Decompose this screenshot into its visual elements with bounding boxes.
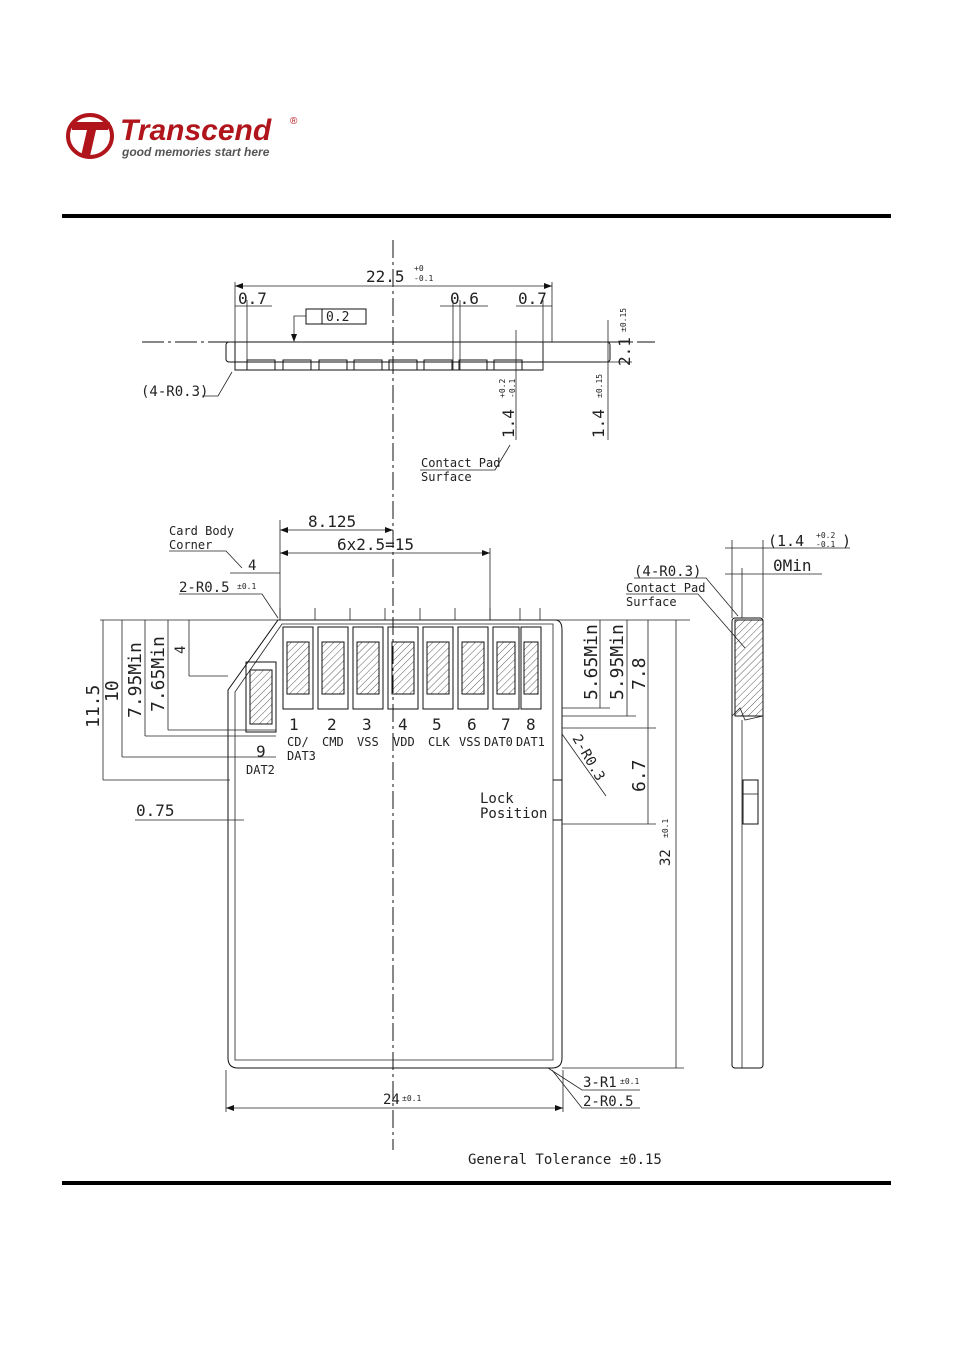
offset-b-dim: 4 bbox=[248, 558, 256, 574]
pin-1-num: 1 bbox=[289, 715, 299, 734]
dim-7-95: 7.95Min bbox=[125, 642, 146, 718]
pin-4-num: 4 bbox=[398, 715, 408, 734]
side-thickness: (1.4 bbox=[768, 532, 804, 550]
pin-3-name: VSS bbox=[357, 735, 379, 749]
side-lock-switch bbox=[742, 779, 759, 825]
footer-rule bbox=[62, 1181, 891, 1185]
top-view: 22.5 +0 -0.1 0.7 0.6 0.7 0.2 (4-R0.3) 2.… bbox=[141, 264, 655, 484]
width-tol-lower: -0.1 bbox=[414, 274, 433, 283]
pad-depth-dim: 1.4 bbox=[499, 409, 518, 438]
side-min-label: 0Min bbox=[773, 556, 812, 575]
flatness-dim: 0.2 bbox=[326, 310, 349, 325]
side-body bbox=[731, 617, 764, 1069]
right-gap-dim: 0.7 bbox=[518, 289, 547, 308]
pin-1-name: CD/ bbox=[287, 735, 309, 749]
pin-2-num: 2 bbox=[327, 715, 337, 734]
side-thickness-close: ) bbox=[842, 532, 851, 550]
pin-7-name: DAT0 bbox=[484, 735, 513, 749]
contact-pads bbox=[245, 626, 542, 733]
width-24-dim: 24 bbox=[383, 1092, 400, 1108]
width-dim: 22.5 bbox=[366, 267, 405, 286]
dim-4: 4 bbox=[173, 646, 189, 654]
pin-4-name: VDD bbox=[393, 735, 415, 749]
width-tol-upper: +0 bbox=[414, 264, 424, 273]
side-thickness-tol-upper: +0.2 bbox=[816, 531, 835, 540]
dim-10: 10 bbox=[102, 680, 123, 702]
offset-a-dim: 8.125 bbox=[308, 512, 356, 531]
side-thickness-tol-lower: -0.1 bbox=[816, 540, 835, 549]
pin-8-name: DAT1 bbox=[516, 735, 545, 749]
height-dim: 32 bbox=[658, 849, 674, 866]
side-view: (1.4 +0.2 -0.1 ) 0Min (4-R0.3) Contact P… bbox=[626, 531, 851, 1069]
top-contact-label-2: Surface bbox=[421, 470, 472, 484]
height-tol: ±0.1 bbox=[661, 819, 670, 838]
edge-pads bbox=[246, 359, 523, 371]
dim-7-65: 7.65Min bbox=[148, 636, 169, 712]
front-view: 8.125 6x2.5=15 4 Card Body Corner 2-R0.5… bbox=[83, 512, 690, 1168]
rib-width-dim: 0.6 bbox=[450, 289, 479, 308]
pin-6-num: 6 bbox=[467, 715, 477, 734]
pin-1-name2: DAT3 bbox=[287, 749, 316, 763]
pad-depth-tol-lower: -0.1 bbox=[508, 379, 517, 398]
corner-label-2: Corner bbox=[169, 538, 212, 552]
registered-mark: ® bbox=[290, 116, 298, 127]
pin-9-name: DAT2 bbox=[246, 763, 275, 777]
pin-2-name: CMD bbox=[322, 735, 344, 749]
thickness-tol: ±0.15 bbox=[619, 308, 628, 332]
pin-7-num: 7 bbox=[501, 715, 511, 734]
header-rule bbox=[62, 214, 891, 218]
side-corner-radius: (4-R0.3) bbox=[634, 564, 701, 580]
pitch-dim: 6x2.5=15 bbox=[337, 535, 414, 554]
dim-5-65: 5.65Min bbox=[581, 624, 602, 700]
front-corner-radius-tol: ±0.1 bbox=[237, 582, 256, 591]
dim-0-75: 0.75 bbox=[136, 801, 175, 820]
card-outline bbox=[227, 619, 563, 1069]
bottom-radius-1-tol: ±0.1 bbox=[620, 1077, 639, 1086]
pad-depth-tol-upper: +0.2 bbox=[498, 379, 507, 398]
pin-3-num: 3 bbox=[362, 715, 372, 734]
left-gap-dim: 0.7 bbox=[238, 289, 267, 308]
dim-6-7: 6.7 bbox=[629, 759, 650, 792]
bottom-radius-2: 2-R0.5 bbox=[583, 1094, 634, 1110]
rib-depth-dim: 1.4 bbox=[589, 409, 608, 438]
pin-5-name: CLK bbox=[428, 735, 450, 749]
lock-notch bbox=[553, 779, 563, 821]
rib-depth-tol: ±0.15 bbox=[595, 374, 604, 398]
corner-label-1: Card Body bbox=[169, 524, 234, 538]
brand-tagline: good memories start here bbox=[121, 145, 270, 159]
lock-label-2: Position bbox=[480, 806, 547, 822]
width-24-tol: ±0.1 bbox=[402, 1094, 421, 1103]
flatness-box bbox=[305, 308, 367, 325]
logo-emblem-icon bbox=[66, 113, 114, 159]
top-contact-label-1: Contact Pad bbox=[421, 456, 500, 470]
side-contact-label-1: Contact Pad bbox=[626, 581, 705, 595]
pin-5-num: 5 bbox=[432, 715, 442, 734]
lock-label-1: Lock bbox=[480, 791, 514, 807]
transcend-logo: Transcend ® good memories start here bbox=[64, 110, 314, 166]
bottom-radius-1: 3-R1 bbox=[583, 1075, 617, 1091]
thickness-dim: 2.1 bbox=[615, 337, 634, 366]
inner-radius: 2-R0.3 bbox=[569, 732, 608, 784]
dim-5-95: 5.95Min bbox=[607, 624, 628, 700]
side-contact-area bbox=[734, 619, 764, 717]
pin-labels: 1 2 3 4 5 6 7 8 9 CD/ DAT3 CMD VSS VDD C… bbox=[246, 715, 545, 777]
pin-6-name: VSS bbox=[459, 735, 481, 749]
pin-8-num: 8 bbox=[526, 715, 536, 734]
front-corner-radius: 2-R0.5 bbox=[179, 580, 230, 596]
logo-graphic: Transcend ® good memories start here bbox=[66, 113, 298, 159]
dim-7-8: 7.8 bbox=[629, 657, 650, 690]
pin-9-num: 9 bbox=[256, 742, 266, 761]
side-contact-label-2: Surface bbox=[626, 595, 677, 609]
brand-name: Transcend bbox=[120, 114, 272, 147]
card-edge-outline bbox=[225, 341, 611, 363]
dim-11-5: 11.5 bbox=[83, 685, 104, 728]
top-corner-radius: (4-R0.3) bbox=[141, 384, 208, 400]
tolerance-note: General Tolerance ±0.15 bbox=[468, 1152, 662, 1168]
